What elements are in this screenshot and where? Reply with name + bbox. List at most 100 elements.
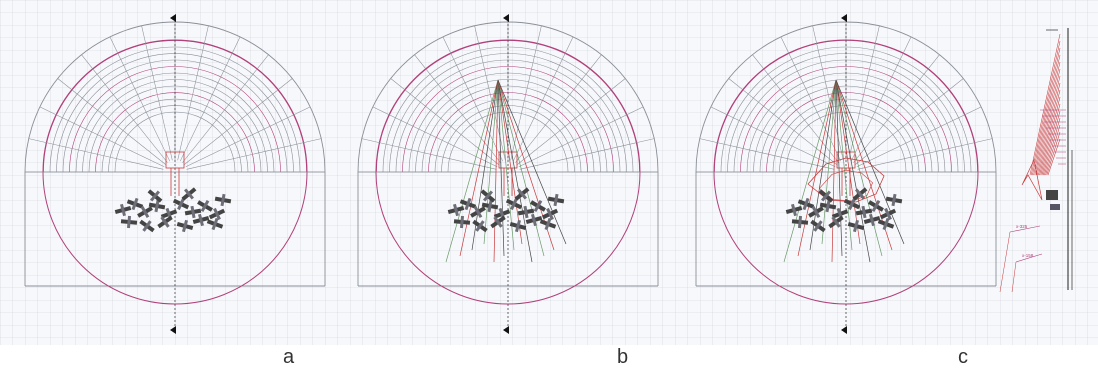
panel-label-c: c (958, 346, 968, 368)
side-ray (1046, 131, 1061, 176)
seat-post (871, 200, 881, 212)
sight-line (497, 79, 567, 245)
sight-line (445, 79, 499, 263)
radial-line (141, 25, 173, 161)
seat-post (884, 207, 892, 221)
side-block (1050, 204, 1060, 210)
grid-pattern (0, 0, 1098, 345)
side-ray (1034, 61, 1061, 176)
central-frame (165, 151, 185, 169)
seat-post (514, 219, 522, 233)
sight-line (831, 79, 837, 263)
seat-post (211, 217, 219, 231)
sight-line (459, 79, 499, 257)
annotation-leader (1015, 253, 1043, 263)
seat-post (464, 197, 472, 211)
seat-post (882, 217, 890, 231)
sight-line (497, 79, 515, 251)
radial-line (39, 106, 165, 168)
side-ray (1044, 117, 1061, 176)
radial-line (855, 78, 964, 165)
seat-post (200, 200, 210, 212)
seat-post (473, 206, 483, 218)
radial-line (752, 54, 839, 163)
seat-post (891, 193, 897, 207)
seat-post (868, 213, 876, 227)
radial-line (518, 106, 644, 168)
seat-post (831, 216, 841, 228)
seat-post (493, 216, 503, 228)
radial-line (184, 78, 293, 165)
sight-line (497, 79, 505, 257)
seat-post (848, 197, 856, 211)
central-frame (498, 151, 518, 169)
seat-post (482, 190, 494, 202)
seat-post (126, 215, 132, 229)
sight-line (835, 79, 883, 257)
panel-b (357, 14, 659, 334)
seat-post (149, 190, 161, 202)
seat-post (813, 220, 823, 232)
sight-line (493, 79, 499, 263)
section-marker-top (841, 14, 847, 22)
radial-line (857, 138, 993, 170)
radial-line (390, 78, 499, 165)
side-ray (1038, 82, 1061, 176)
section-marker-top (170, 14, 176, 22)
section-marker-bottom (841, 326, 847, 334)
radial-line (517, 78, 626, 165)
seat-post (811, 206, 821, 218)
seat-post (790, 203, 798, 217)
sight-line (835, 79, 861, 245)
sight-line (835, 79, 843, 257)
radial-line (519, 138, 655, 170)
annotation-x158: x-158 (1022, 253, 1034, 258)
seat-post (861, 205, 867, 219)
panel-side-view: x-325 x-158 (999, 28, 1073, 293)
radial-line (848, 25, 880, 161)
seat-post (183, 188, 195, 200)
seat-post (797, 215, 803, 229)
radial-line (856, 106, 982, 168)
seat-post (213, 207, 221, 221)
radial-line (109, 36, 171, 162)
sight-line (835, 79, 853, 251)
sight-line (497, 79, 545, 257)
seat-post (533, 200, 543, 212)
seat-post (181, 219, 189, 233)
panel-label-b: b (617, 346, 629, 368)
section-marker-bottom (170, 326, 176, 334)
radial-line (186, 138, 322, 170)
radial-line (853, 54, 940, 163)
sight-line (835, 79, 871, 263)
annotation-x325: x-325 (1016, 224, 1028, 229)
radial-line (182, 54, 269, 163)
seat-post (510, 197, 518, 211)
side-ray (1036, 75, 1061, 176)
seat-post (190, 205, 196, 219)
sight-line (497, 79, 523, 245)
radial-line (710, 106, 836, 168)
seat-post (177, 197, 185, 211)
side-ray (1042, 110, 1061, 176)
side-figure (1021, 158, 1043, 201)
seat-post (523, 205, 529, 219)
seat-post (197, 213, 205, 227)
seat-post (553, 193, 559, 207)
seat-post (487, 199, 493, 213)
sight-line (797, 79, 837, 257)
seat-post (820, 190, 832, 202)
seat-post (140, 206, 150, 218)
side-ray (1045, 124, 1061, 176)
side-ray-low (1011, 261, 1017, 293)
side-ray-low (999, 231, 1011, 293)
seat-post (546, 207, 554, 221)
radial-line (515, 54, 602, 163)
sight-line (835, 79, 905, 245)
side-ray (1033, 54, 1061, 176)
radial-line (728, 78, 837, 165)
seat-post (516, 188, 528, 200)
seat-post (452, 203, 460, 217)
seat-post (802, 197, 810, 211)
